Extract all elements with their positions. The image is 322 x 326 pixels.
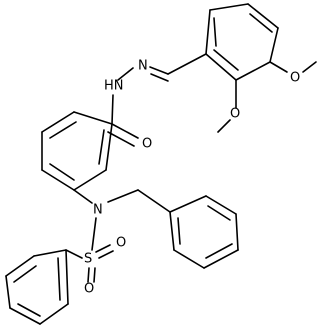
atom-label-hn: HN [104,79,124,94]
bond [13,265,37,283]
bond [5,275,11,309]
bond [205,9,211,55]
bond [137,189,171,213]
bond [111,123,139,139]
atom-label-o: O [116,236,126,251]
bond [302,61,317,73]
bond [107,131,135,147]
bond [247,3,279,29]
bond [203,249,239,269]
bond [117,67,134,81]
bond [41,111,75,133]
bond [167,53,207,75]
bond [249,13,273,33]
bond [57,257,61,301]
bond [98,250,114,259]
atom-label-s: S [84,252,92,267]
bond [205,243,233,259]
bond [177,217,181,245]
bond [235,213,239,251]
bond [209,3,249,11]
bond [150,73,169,82]
bond [217,119,231,133]
bonds [5,3,317,325]
bond [49,163,75,181]
bond [269,27,279,63]
bond [65,249,69,305]
bond [73,111,113,125]
bond [235,61,271,81]
atom-label-o: O [290,71,300,86]
bond [173,249,205,269]
bond [49,121,77,139]
bond [207,205,231,221]
bond [111,94,114,125]
bond [149,66,169,75]
bond [17,303,41,317]
bond [205,53,237,81]
bond [269,61,288,73]
bond [5,255,35,277]
bond [213,49,239,71]
bond [213,17,217,47]
atom-labels: HN N O N S O O O O [84,59,300,297]
bond [95,244,111,253]
atom-label-o: O [142,137,152,152]
bond [98,129,105,165]
atom-label-o: O [84,282,94,297]
bond [107,189,139,203]
bond [73,189,93,204]
bond [91,217,97,251]
bond [169,195,207,213]
bond [33,249,67,257]
bond [93,267,96,283]
bond [65,249,83,259]
atom-label-n: N [138,59,148,74]
bond [9,307,41,325]
bond [169,211,175,251]
bond [105,123,113,171]
atom-label-n: N [93,203,103,218]
bond [41,169,75,191]
bond [73,169,107,191]
bond [205,195,237,215]
bond [39,303,69,325]
bond [87,267,90,283]
atom-label-o: O [230,107,240,122]
